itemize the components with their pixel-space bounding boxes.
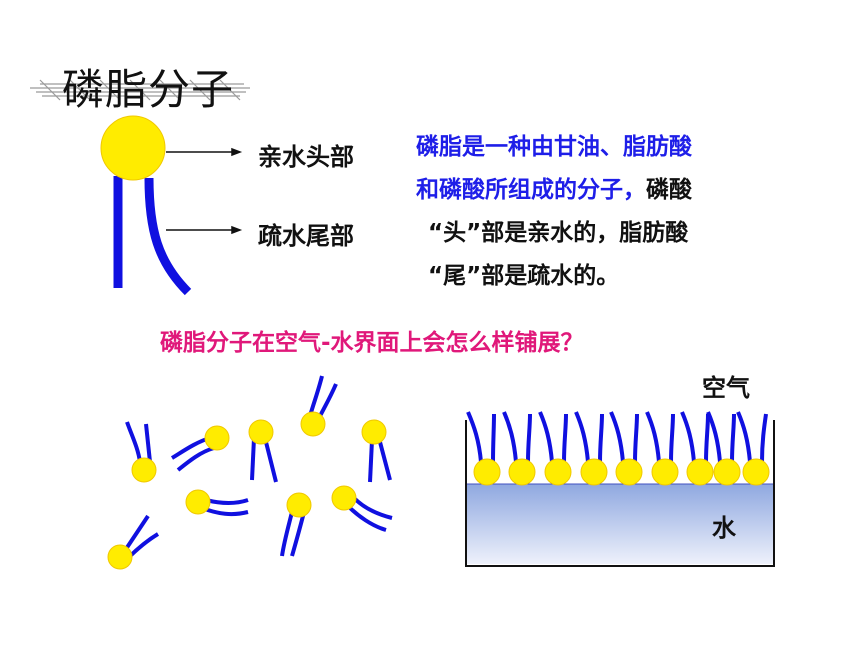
water-label: 水 bbox=[712, 514, 736, 542]
description-line-1: 磷脂是一种由甘油、脂肪酸 bbox=[416, 134, 692, 160]
question-text: 磷脂分子在空气-水界面上会怎么样铺展？ bbox=[160, 330, 584, 356]
description-line-4: “尾”部是疏水的。 bbox=[428, 263, 620, 289]
scattered-molecules bbox=[122, 375, 393, 562]
monolayer-heads bbox=[473, 458, 770, 486]
pointer-arrows bbox=[166, 147, 243, 235]
water-container bbox=[465, 420, 775, 567]
tail-label: 疏水尾部 bbox=[258, 222, 354, 250]
description-text: 磷脂是一种由甘油、脂肪酸 和磷酸所组成的分子，磷酸 “头”部是亲水的，脂肪酸 “… bbox=[416, 126, 776, 298]
head-circle bbox=[100, 115, 166, 181]
phospholipid-large bbox=[100, 115, 192, 296]
monolayer-tails bbox=[466, 411, 768, 463]
tail-right bbox=[144, 177, 192, 296]
slide-title: 磷脂分子 bbox=[62, 65, 235, 114]
air-label: 空气 bbox=[702, 374, 750, 402]
description-line-2: 和磷酸所组成的分子，磷酸 bbox=[416, 169, 776, 212]
description-line-2-blue: 和磷酸所组成的分子， bbox=[416, 177, 646, 203]
container-walls bbox=[465, 420, 775, 567]
water bbox=[466, 484, 774, 564]
title-shadow-decoration bbox=[30, 79, 250, 101]
head-label: 亲水头部 bbox=[258, 143, 354, 171]
scattered-heads bbox=[107, 411, 387, 570]
description-line-3: “头”部是亲水的，脂肪酸 bbox=[428, 220, 689, 246]
description-line-2-black: 磷酸 bbox=[646, 177, 692, 203]
